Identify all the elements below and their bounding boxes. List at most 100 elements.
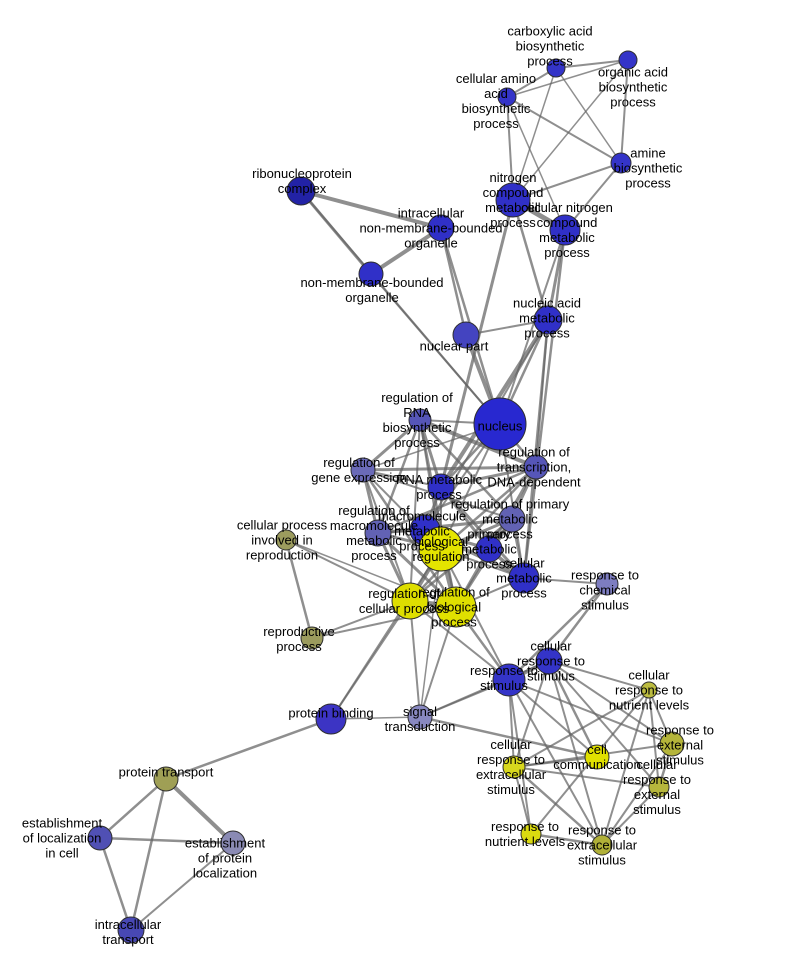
edge-regulation-of-transcription-dna-dependent--regulation-of-gene-expression [361,465,538,472]
edge-response-to-nutrient-levels--cellular-response-to-extracellular-stimulus [513,766,532,835]
edge-carboxylic-acid-biosynthetic-process--amine-biosynthetic-process [555,67,622,164]
edge-regulation-of-transcription-dna-dependent--rna-metabolic-process [439,465,538,489]
label-protein-binding: protein binding [288,706,373,721]
edge-signal-transduction--biological-regulation [419,548,442,718]
node-regulation-of-macromolecule-metabolic-process[interactable] [364,519,392,547]
node-nucleic-acid-metabolic-process[interactable] [533,305,563,335]
node-signal-transduction[interactable] [407,704,433,730]
node-nitrogen-compound-metabolic-process[interactable] [495,182,531,218]
edge-cell-communication--cellular-response-to-extracellular-stimulus [513,756,598,768]
label-protein-transport: protein transport [119,765,214,780]
node-cellular-process-involved-in-reproduction[interactable] [275,529,297,551]
node-nucleus[interactable] [473,397,527,451]
node-cellular-metabolic-process[interactable] [508,562,540,594]
node-response-to-external-stimulus[interactable] [659,731,685,757]
node-ribonucleoprotein-complex[interactable] [286,176,316,206]
edge-organic-acid-biosynthetic-process--nitrogen-compound-metabolic-process [512,59,629,201]
edge-cellular-nitrogen-compound-metabolic-process--nucleus [499,229,566,425]
node-cellular-nitrogen-compound-metabolic-process[interactable] [549,214,581,246]
node-response-to-stimulus[interactable] [492,663,526,697]
node-regulation-of-transcription-dna-dependent[interactable] [523,454,549,480]
edge-regulation-of-gene-expression--regulation-of-biological-process [361,468,458,609]
edge-cellular-response-to-extracellular-stimulus--cellular-response-to-external-stimulus [513,766,660,788]
node-response-to-nutrient-levels[interactable] [520,823,542,845]
edge-cellular-response-to-extracellular-stimulus--cellular-response-to-nutrient-levels [513,689,650,768]
edge-regulation-of-rna-biosynthetic-process--regulation-of-macromolecule-metabolic-process [376,418,422,535]
node-establishment-of-protein-localization[interactable] [220,830,246,856]
node-regulation-of-primary-metabolic-process[interactable] [498,505,526,533]
edge-cellular-amino-acid-biosynthetic-process--amine-biosynthetic-process [506,96,622,164]
node-cellular-response-to-extracellular-stimulus[interactable] [502,755,526,779]
node-biological-regulation[interactable] [418,526,464,572]
edge-establishment-of-protein-localization--intracellular-transport [130,842,234,931]
edge-establishment-of-protein-localization--establishment-of-localization-in-cell [98,836,235,845]
node-regulation-of-biological-process[interactable] [435,586,477,628]
edge-cellular-response-to-stimulus--response-to-external-stimulus [548,660,673,745]
node-reproductive-process[interactable] [300,626,324,650]
edge-establishment-of-localization-in-cell--intracellular-transport [98,836,133,932]
edge-reproductive-process--regulation-of-biological-process [311,606,457,639]
node-response-to-extracellular-stimulus[interactable] [591,834,613,856]
node-cellular-response-to-stimulus[interactable] [535,647,563,675]
node-regulation-of-rna-biosynthetic-process[interactable] [408,408,432,432]
edge-amine-biosynthetic-process--nitrogen-compound-metabolic-process [512,162,622,201]
edge-protein-transport--establishment-of-localization-in-cell [98,777,168,840]
edge-regulation-of-rna-biosynthetic-process--regulation-of-gene-expression [361,418,422,472]
node-establishment-of-localization-in-cell[interactable] [87,825,113,851]
edge-response-to-extracellular-stimulus--cellular-response-to-external-stimulus [601,786,660,846]
node-intracellular-non-membrane-bounded-organelle[interactable] [427,214,455,242]
node-organic-acid-biosynthetic-process[interactable] [618,50,638,70]
node-cell-communication[interactable] [584,744,610,770]
node-intracellular-transport[interactable] [117,916,145,944]
edge-signal-transduction--cellular-response-to-stimulus [419,660,550,718]
edge-response-to-nutrient-levels--response-to-extracellular-stimulus [529,832,604,847]
edge-carboxylic-acid-biosynthetic-process--nitrogen-compound-metabolic-process [512,67,557,201]
node-cellular-response-to-external-stimulus[interactable] [648,776,670,798]
edge-cellular-nitrogen-compound-metabolic-process--cellular-metabolic-process [522,228,567,580]
edge-response-to-stimulus--cell-communication [508,679,598,758]
node-protein-transport[interactable] [153,766,179,792]
edge-layer [98,59,674,932]
node-protein-binding[interactable] [315,703,347,735]
node-carboxylic-acid-biosynthetic-process[interactable] [546,58,566,78]
edge-regulation-of-rna-biosynthetic-process--regulation-of-cellular-process [409,419,421,602]
edge-cellular-response-to-stimulus--cellular-response-to-extracellular-stimulus [513,660,550,768]
node-regulation-of-cellular-process[interactable] [391,582,429,620]
node-cellular-response-to-nutrient-levels[interactable] [640,681,658,699]
node-rna-metabolic-process[interactable] [427,473,455,501]
edge-protein-binding--biological-regulation [330,548,442,720]
node-nuclear-part[interactable] [452,321,480,349]
edge-cellular-amino-acid-biosynthetic-process--cellular-nitrogen-compound-metabolic-process [506,96,566,231]
node-cellular-amino-acid-biosynthetic-process[interactable] [497,87,517,107]
edge-cellular-response-to-stimulus--cellular-response-to-nutrient-levels [548,660,650,691]
node-response-to-chemical-stimulus[interactable] [595,572,619,596]
edge-cellular-response-to-external-stimulus--cellular-response-to-nutrient-levels [648,689,660,788]
edge-cellular-process-involved-in-reproduction--reproductive-process [284,538,314,640]
edge-response-to-stimulus--response-to-chemical-stimulus [507,582,609,682]
node-regulation-of-gene-expression[interactable] [350,457,376,483]
node-non-membrane-bounded-organelle[interactable] [358,261,384,287]
node-amine-biosynthetic-process[interactable] [610,152,632,174]
edge-ribonucleoprotein-complex--intracellular-non-membrane-bounded-organelle [299,189,443,230]
node-primary-metabolic-process[interactable] [475,535,503,563]
